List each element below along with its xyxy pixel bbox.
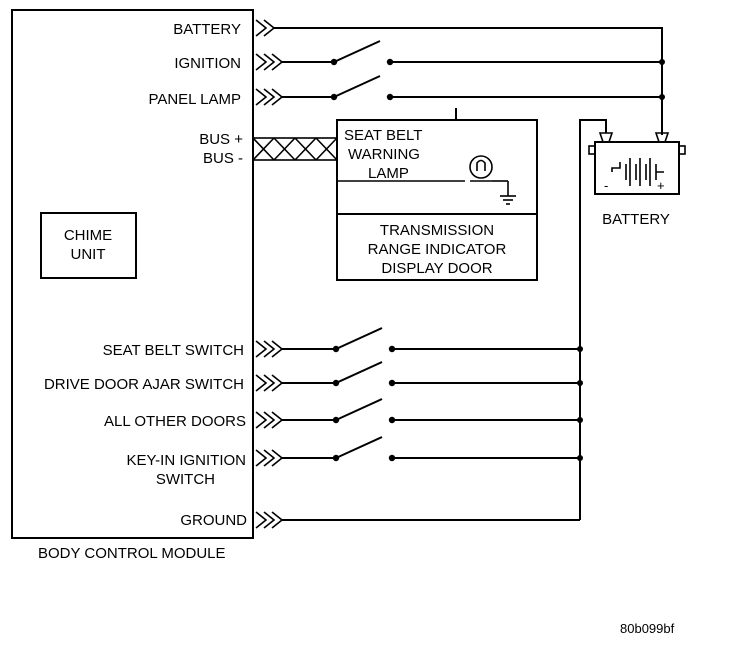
figure-code: 80b099bf bbox=[620, 621, 675, 636]
drive-door-ajar-switch bbox=[282, 361, 583, 387]
key-in-ignition-switch bbox=[282, 436, 583, 462]
seat-belt-warning-lamp-icon bbox=[338, 155, 516, 205]
ground-input-label: GROUND bbox=[180, 512, 247, 529]
chime-unit-label-1: CHIME bbox=[64, 227, 112, 244]
battery-plus-sign: + bbox=[657, 178, 665, 193]
key-in-ignition-label-2: SWITCH bbox=[156, 471, 215, 488]
battery-input-label: BATTERY bbox=[173, 21, 241, 38]
lamp-label-1: SEAT BELT bbox=[344, 127, 422, 144]
seat-belt-switch-label: SEAT BELT SWITCH bbox=[103, 342, 244, 359]
all-other-doors-switch bbox=[282, 398, 583, 424]
key-in-connector-icon bbox=[255, 449, 284, 467]
panel-lamp-connector-icon bbox=[255, 88, 284, 106]
ignition-switch bbox=[282, 40, 665, 66]
all-doors-connector-icon bbox=[255, 411, 284, 429]
display-door-box bbox=[336, 119, 538, 281]
battery-minus-sign: - bbox=[604, 178, 608, 193]
door-label-1: TRANSMISSION bbox=[380, 222, 494, 239]
body-control-module-title: BODY CONTROL MODULE bbox=[38, 545, 226, 562]
all-other-doors-label: ALL OTHER DOORS bbox=[104, 413, 246, 430]
bus-plus-label: BUS + bbox=[199, 131, 243, 148]
connector-chevrons bbox=[255, 19, 284, 529]
bus-twisted-pair bbox=[252, 137, 338, 161]
ignition-input-label: IGNITION bbox=[174, 55, 241, 72]
seat-belt-connector-icon bbox=[255, 340, 284, 358]
seat-belt-switch bbox=[282, 327, 583, 353]
bus-minus-label: BUS - bbox=[203, 150, 243, 167]
battery-label: BATTERY bbox=[602, 211, 670, 228]
panel-lamp-input-label: PANEL LAMP bbox=[148, 91, 241, 108]
door-label-2: RANGE INDICATOR bbox=[368, 241, 507, 258]
chime-unit-label-2: UNIT bbox=[71, 246, 106, 263]
door-label-3: DISPLAY DOOR bbox=[381, 260, 492, 277]
key-in-ignition-label-1: KEY-IN IGNITION bbox=[127, 452, 246, 469]
battery-feed-wire bbox=[274, 27, 663, 135]
lamp-label-2: WARNING bbox=[348, 146, 420, 163]
battery-icon bbox=[588, 132, 686, 195]
battery-connector-icon bbox=[255, 19, 276, 37]
ground-rail-wire bbox=[579, 119, 607, 520]
panel-lamp-switch bbox=[282, 75, 665, 101]
drive-door-connector-icon bbox=[255, 374, 284, 392]
chime-unit-box bbox=[40, 212, 137, 279]
ground-connector-icon bbox=[255, 511, 284, 529]
lamp-label-3: LAMP bbox=[368, 165, 409, 182]
body-control-module-box bbox=[11, 9, 254, 539]
drive-door-ajar-label: DRIVE DOOR AJAR SWITCH bbox=[44, 376, 244, 393]
ignition-connector-icon bbox=[255, 53, 284, 71]
